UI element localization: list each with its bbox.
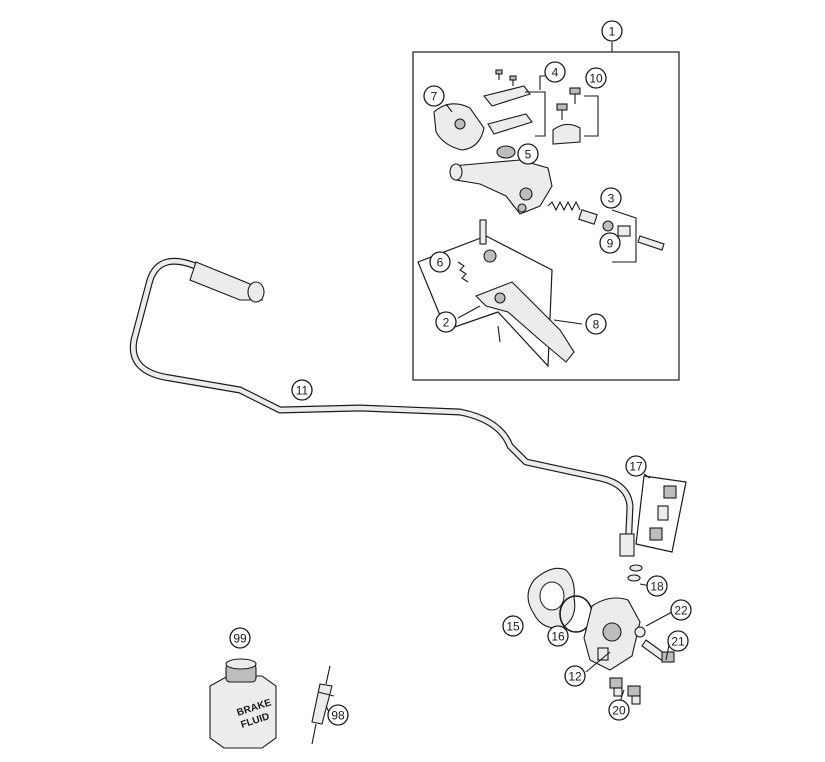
callout-98: 98 — [327, 704, 349, 726]
callout-22: 22 — [670, 599, 692, 621]
callout-circle — [599, 232, 621, 254]
callout-circle — [429, 251, 451, 273]
callout-11: 11 — [291, 379, 313, 401]
callout-21: 21 — [667, 630, 689, 652]
master-cylinder-body — [451, 159, 553, 215]
callout-8: 8 — [585, 313, 607, 335]
callout-circle — [564, 665, 586, 687]
callout-17: 17 — [625, 455, 647, 477]
callout-circle — [585, 313, 607, 335]
callout-10: 10 — [585, 67, 607, 89]
callout-15: 15 — [502, 615, 524, 637]
leader-lines — [325, 467, 671, 715]
piston-set — [547, 200, 665, 263]
callout-number: 22 — [674, 604, 688, 618]
callout-number: 21 — [671, 635, 685, 649]
callout-circle — [601, 20, 623, 42]
callout-circle — [291, 379, 313, 401]
callout-number: 16 — [551, 630, 565, 644]
callout-number: 7 — [431, 90, 438, 104]
callout-number: 15 — [506, 620, 520, 634]
brake-fluid-bottle: BRAKE FLUID — [209, 658, 277, 749]
callout-circle — [544, 61, 566, 83]
callout-18: 18 — [646, 575, 668, 597]
callout-circle — [517, 143, 539, 165]
bleed-syringe — [311, 665, 335, 745]
callout-5: 5 — [517, 143, 539, 165]
callout-circle — [547, 625, 569, 647]
callout-4: 4 — [544, 61, 566, 83]
callout-circle — [229, 627, 251, 649]
callout-number: 3 — [608, 192, 615, 206]
callout-circle — [423, 85, 445, 107]
clutch-hose — [129, 257, 635, 557]
callout-7: 7 — [423, 85, 445, 107]
callout-number: 4 — [552, 66, 559, 80]
callout-circle — [585, 67, 607, 89]
callout-number: 10 — [589, 72, 603, 86]
callout-number: 17 — [629, 460, 643, 474]
callout-99: 99 — [229, 627, 251, 649]
callout-12: 12 — [564, 665, 586, 687]
callout-circle — [646, 575, 668, 597]
callout-circle — [435, 311, 457, 333]
callout-circle — [608, 699, 630, 721]
slave-cylinder-group — [527, 564, 675, 705]
callout-number: 11 — [296, 384, 309, 398]
callout-circle — [670, 599, 692, 621]
callout-circle — [667, 630, 689, 652]
reservoir-cap — [496, 145, 516, 159]
banjo-fitting-set — [635, 473, 687, 553]
callout-number: 20 — [612, 704, 626, 718]
callout-16: 16 — [547, 625, 569, 647]
callout-number: 18 — [650, 580, 664, 594]
callout-number: 2 — [443, 316, 450, 330]
clutch-lever — [475, 281, 575, 363]
callout-number: 6 — [437, 256, 444, 270]
callout-1: 1 — [601, 20, 623, 42]
callout-number: 98 — [331, 709, 345, 723]
callout-number: 99 — [233, 632, 247, 646]
callout-2: 2 — [435, 311, 457, 333]
callout-number: 1 — [609, 25, 616, 39]
callout-number: 5 — [525, 148, 532, 162]
master-cylinder-assembly — [412, 42, 680, 381]
callout-9: 9 — [599, 232, 621, 254]
callout-number: 12 — [568, 670, 582, 684]
reservoir-cover-parts — [483, 69, 546, 137]
callout-3: 3 — [600, 187, 622, 209]
callout-20: 20 — [608, 699, 630, 721]
callout-number: 9 — [607, 237, 614, 251]
callout-circle — [502, 615, 524, 637]
clamp-bolts — [552, 87, 599, 145]
callout-circle — [625, 455, 647, 477]
callout-circle — [600, 187, 622, 209]
assembly-frame — [412, 51, 680, 381]
callout-6: 6 — [429, 251, 451, 273]
callout-circle — [327, 704, 349, 726]
callout-number: 8 — [593, 318, 600, 332]
clutch-lever-group — [417, 219, 583, 368]
